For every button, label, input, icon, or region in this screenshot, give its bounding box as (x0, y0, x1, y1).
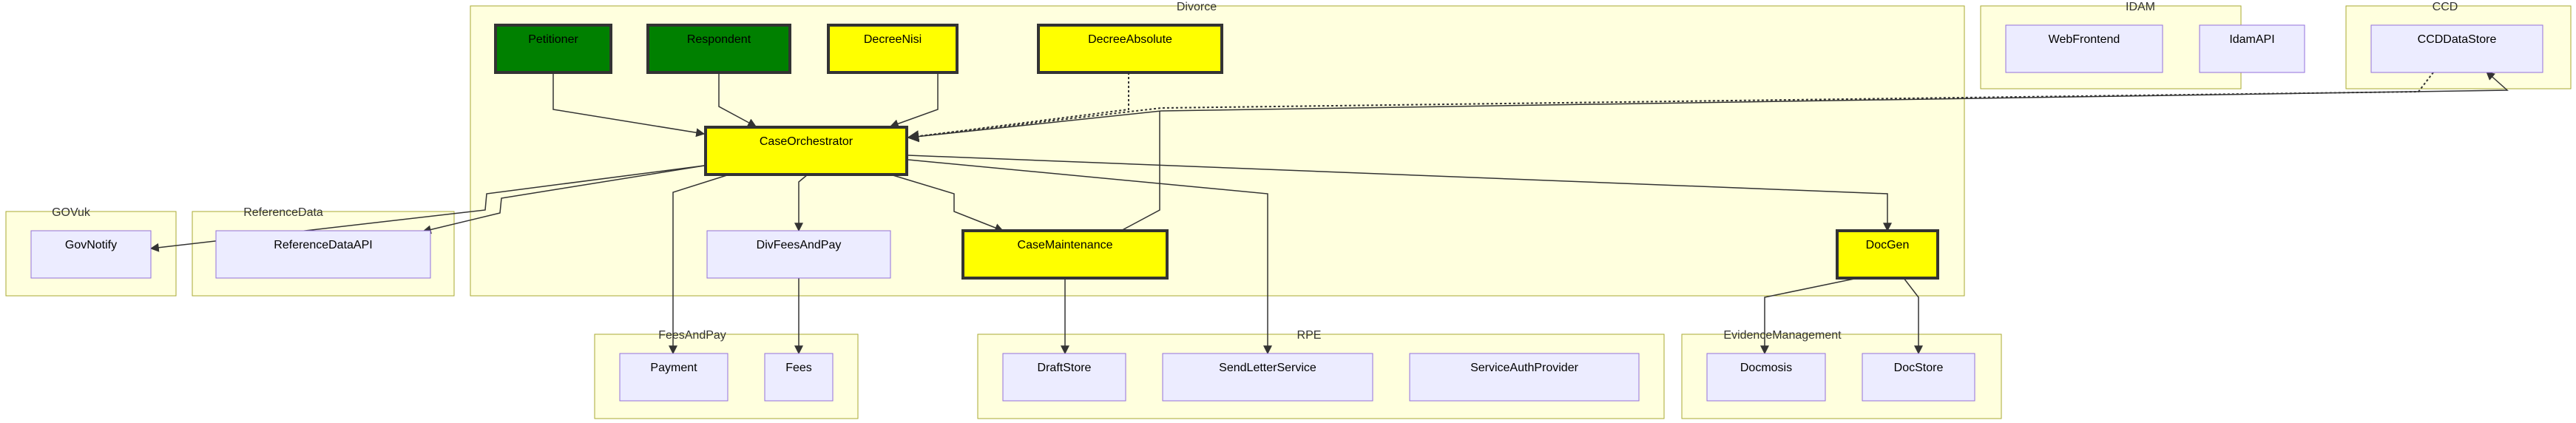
edge-case-maintenance-to-case-orchestrator-link (1118, 111, 1160, 233)
edge-decree-nisi-to-case-orchestrator (889, 72, 939, 128)
edge-doc-gen-to-docmosis (1760, 277, 1859, 355)
node-ccd-data-store-label: CCDDataStore (2418, 33, 2497, 46)
node-decree-absolute: DecreeAbsolute (1037, 24, 1223, 74)
node-doc-gen: DocGen (1836, 229, 1939, 280)
node-case-orchestrator: CaseOrchestrator (704, 126, 908, 176)
node-idam-api: IdamAPI (2199, 24, 2305, 73)
edge-case-orchestrator-to-reference-data-api (422, 165, 705, 234)
node-reference-data-api-label: ReferenceDataAPI (274, 239, 372, 251)
node-service-auth-provider: ServiceAuthProvider (1409, 353, 1640, 402)
node-div-fees-and-pay-label: DivFeesAndPay (757, 239, 842, 251)
node-petitioner-label: Petitioner (528, 33, 578, 46)
node-ccd-data-store: CCDDataStore (2370, 24, 2543, 73)
edge-respondent-to-case-orchestrator (718, 72, 757, 127)
node-case-orchestrator-label: CaseOrchestrator (760, 135, 853, 148)
edge-case-orchestrator-to-doc-gen (907, 155, 1892, 232)
node-respondent-label: Respondent (687, 33, 751, 46)
node-gov-notify: GovNotify (30, 230, 152, 279)
node-case-maintenance-label: CaseMaintenance (1018, 239, 1113, 251)
node-respondent: Respondent (646, 24, 791, 74)
node-petitioner: Petitioner (494, 24, 612, 74)
cluster-rpe-label: RPE (1297, 329, 1322, 342)
node-fees: Fees (764, 353, 834, 402)
node-idam-api-label: IdamAPI (2229, 33, 2274, 46)
node-reference-data-api: ReferenceDataAPI (215, 230, 431, 279)
edge-decree-absolute-to-case-orchestrator (907, 72, 1129, 143)
edge-case-orchestrator-to-ccd-data-store (907, 71, 2509, 138)
node-docmosis-label: Docmosis (1740, 362, 1792, 374)
node-send-letter-service-label: SendLetterService (1219, 362, 1316, 374)
edge-doc-gen-to-doc-store (1903, 277, 1923, 355)
node-decree-absolute-label: DecreeAbsolute (1088, 33, 1172, 46)
node-web-frontend: WebFrontend (2005, 24, 2163, 73)
node-send-letter-service: SendLetterService (1162, 353, 1373, 402)
node-payment-label: Payment (650, 362, 697, 374)
node-payment: Payment (619, 353, 728, 402)
node-case-maintenance: CaseMaintenance (961, 229, 1169, 280)
node-div-fees-and-pay: DivFeesAndPay (706, 230, 891, 279)
node-decree-nisi-label: DecreeNisi (864, 33, 922, 46)
edge-petitioner-to-case-orchestrator (552, 72, 706, 138)
cluster-idam-label: IDAM (2126, 1, 2155, 13)
node-draft-store: DraftStore (1002, 353, 1126, 402)
node-draft-store-label: DraftStore (1038, 362, 1092, 374)
edge-case-orchestrator-to-case-maintenance (890, 174, 1004, 232)
edge-ccd-data-store-to-case-orchestrator (907, 72, 2434, 143)
node-decree-nisi: DecreeNisi (827, 24, 959, 74)
cluster-reference-data-label: ReferenceData (243, 206, 323, 219)
cluster-ccd-label: CCD (2433, 1, 2458, 13)
node-doc-store-label: DocStore (1894, 362, 1944, 374)
node-gov-notify-label: GovNotify (65, 239, 117, 251)
edges (149, 71, 2509, 355)
edge-case-orchestrator-to-gov-notify (149, 165, 705, 252)
node-service-auth-provider-label: ServiceAuthProvider (1470, 362, 1579, 374)
cluster-fees-and-pay-label: FeesAndPay (658, 329, 726, 342)
node-doc-gen-label: DocGen (1866, 239, 1910, 251)
edge-case-orchestrator-to-send-letter-service (907, 159, 1272, 355)
cluster-evidence-management-label: EvidenceManagement (1723, 329, 1842, 342)
node-doc-store: DocStore (1862, 353, 1975, 402)
node-docmosis: Docmosis (1706, 353, 1826, 402)
cluster-govuk-label: GOVuk (52, 206, 91, 219)
edge-case-orchestrator-to-payment (669, 174, 730, 355)
node-fees-label: Fees (785, 362, 812, 374)
node-web-frontend-label: WebFrontend (2049, 33, 2120, 46)
cluster-divorce-label: Divorce (1177, 1, 1217, 13)
edge-case-orchestrator-to-div-fees-and-pay (794, 174, 808, 232)
